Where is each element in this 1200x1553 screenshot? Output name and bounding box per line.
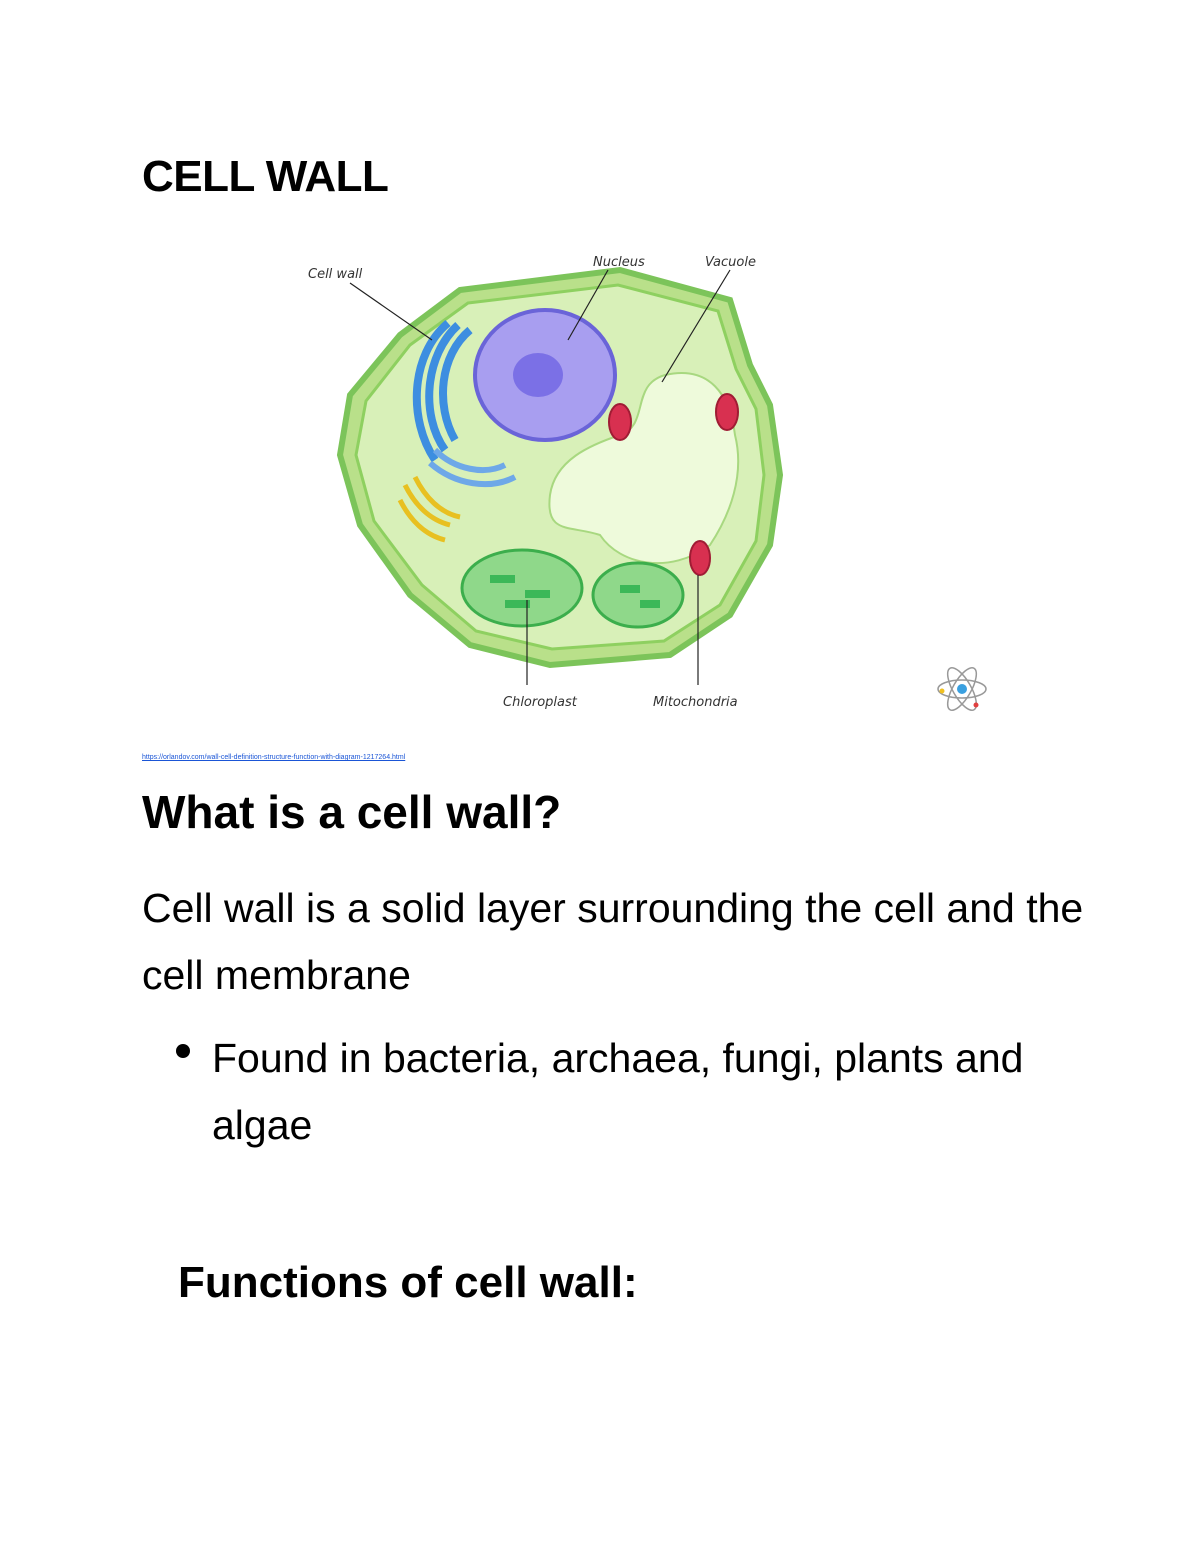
label-cell-wall: Cell wall (308, 267, 363, 282)
mitochondrion (608, 403, 632, 441)
label-vacuole: Vacuole (705, 255, 756, 270)
bullet-item: Found in bacteria, archaea, fungi, plant… (212, 1035, 1024, 1148)
label-chloroplast: Chloroplast (503, 695, 578, 710)
heading-what-is-cell-wall: What is a cell wall? (142, 786, 562, 838)
page-title: CELL WALL (142, 152, 389, 201)
source-link[interactable]: https://orlandov.com/wall-cell-definitio… (142, 754, 406, 761)
label-mitochondria: Mitochondria (653, 695, 738, 710)
atom-icon (937, 666, 987, 712)
chloroplast (460, 548, 584, 628)
plant-cell-diagram: Cell wall Nucleus Vacuole Chloroplast Mi… (308, 255, 987, 712)
endoplasmic-reticulum (412, 319, 473, 463)
bullet-icon (176, 1044, 190, 1058)
definition-paragraph: Cell wall is a solid layer surrounding t… (142, 885, 1084, 998)
label-nucleus: Nucleus (593, 255, 645, 270)
golgi-apparatus (397, 475, 461, 543)
heading-functions: Functions of cell wall: (178, 1258, 638, 1307)
